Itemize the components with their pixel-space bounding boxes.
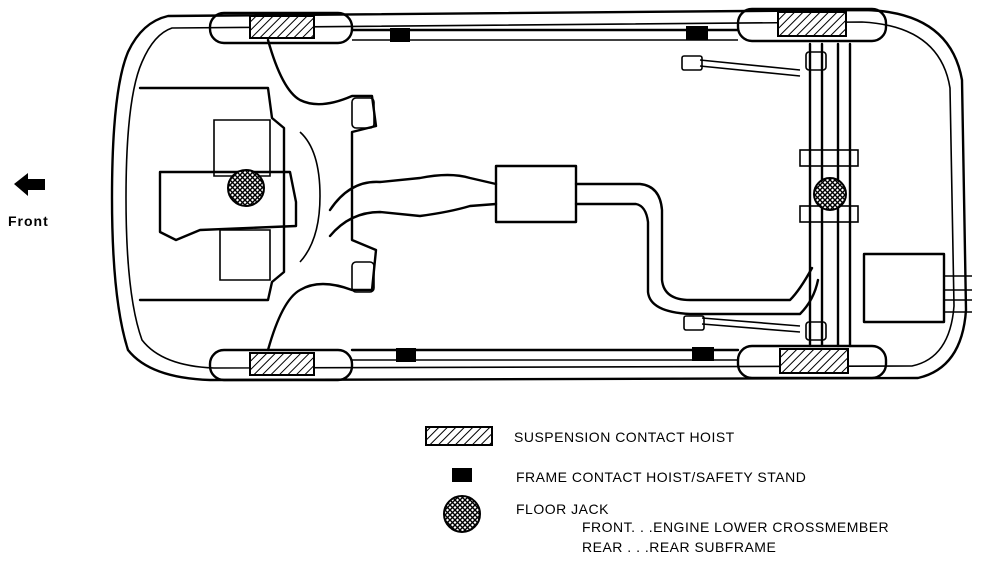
frame-block-rear-left: [686, 26, 708, 40]
suspension-pad-front-left: [249, 15, 315, 39]
crosshatch-circle-icon: [443, 495, 481, 533]
legend: SUSPENSION CONTACT HOIST FRAME CONTACT H…: [425, 426, 889, 555]
wheel-rear-right: [736, 344, 888, 380]
legend-floor-jack-rear: REAR . . .REAR SUBFRAME: [582, 539, 776, 555]
exhaust-system: [328, 164, 820, 316]
frame-block-front-left: [390, 28, 410, 42]
floor-jack-point-rear: [813, 177, 847, 211]
legend-frame-contact-hoist: FRAME CONTACT HOIST/SAFETY STAND: [516, 469, 806, 485]
body-inner-outline: [125, 21, 955, 369]
engine-compartment: [138, 38, 378, 352]
muffler: [494, 164, 578, 224]
suspension-pad-rear-right: [779, 348, 849, 374]
fuel-tank: [862, 252, 972, 324]
frame-block-rear-right: [692, 347, 714, 361]
suspension-pad-rear-left: [777, 11, 847, 37]
body-outline: [110, 8, 968, 382]
front-label: Front: [8, 213, 49, 229]
legend-suspension-contact-hoist: SUSPENSION CONTACT HOIST: [514, 429, 735, 445]
legend-floor-jack-front: FRONT. . .ENGINE LOWER CROSSMEMBER: [582, 519, 889, 535]
front-indicator: Front: [8, 173, 49, 229]
wheel-front-right: [208, 348, 354, 382]
vehicle-body: [110, 8, 968, 382]
wheel-rear-left: [736, 7, 888, 43]
solid-block-icon: [452, 468, 472, 482]
floor-jack-point-front: [227, 169, 265, 207]
frame-rail-right: [350, 347, 740, 362]
frame-block-front-right: [396, 348, 416, 362]
wheel-front-left: [208, 11, 354, 45]
legend-floor-jack: FLOOR JACK: [516, 501, 609, 517]
left-arrow-icon: [14, 173, 45, 196]
hatched-pad-icon: [425, 426, 493, 446]
suspension-pad-front-right: [249, 352, 315, 376]
frame-rail-left: [350, 26, 740, 42]
